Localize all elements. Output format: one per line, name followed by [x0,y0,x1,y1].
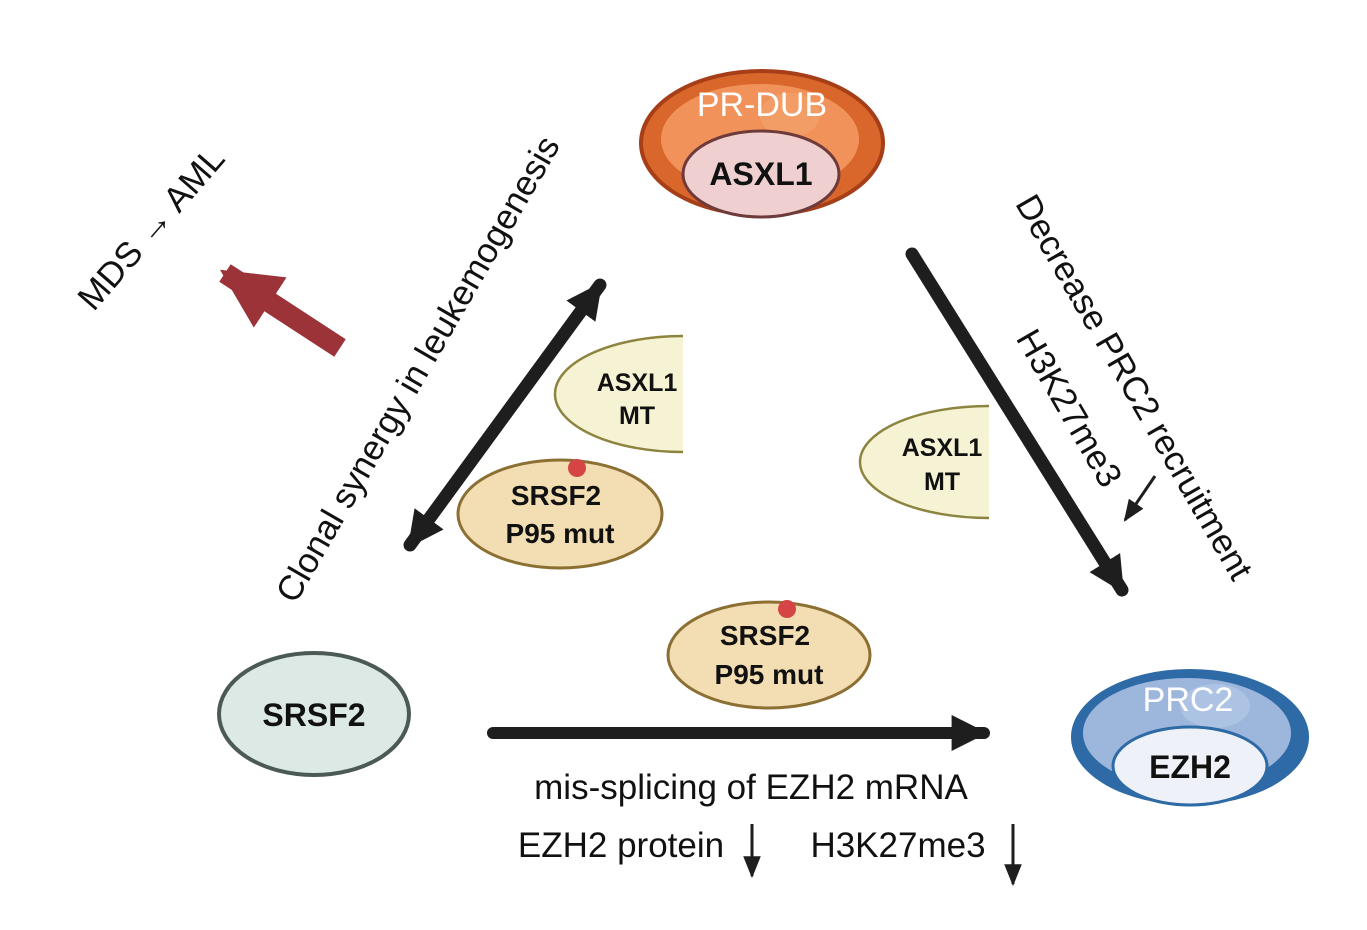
srsf2-mut-bottom-shape [666,600,872,710]
srsf2-node: SRSF2 [217,651,411,777]
mutation-dot-left [568,459,586,477]
srsf2-mut-bottom-line1: SRSF2 [720,620,810,651]
srsf2-mut-left-line2: P95 mut [506,518,615,549]
asxl1-mt-left-shape [553,334,683,454]
asxl1-mt-right-line1: ASXL1 [902,434,983,462]
asxl1-core [681,129,841,219]
prdub-label: PR-DUB [697,86,827,124]
prdub-complex: PR-DUB ASXL1 [639,69,885,219]
h3k27me3-right-down-arrow [1123,475,1157,522]
decrease-prc2-arrow [905,247,1129,597]
asxl1-mt-left-line2: MT [619,402,655,430]
synergy-double-arrow [403,278,607,552]
prc2-label: PRC2 [1143,681,1234,719]
asxl1-mt-right: ASXL1 MT [858,404,989,520]
asxl1-mt-left: ASXL1 MT [553,334,683,454]
ezh2-core [1111,725,1269,807]
prc2-highlight [1180,684,1250,728]
prdub-highlight [760,93,820,137]
ezh2-label: EZH2 [1149,749,1231,785]
srsf2-mut-left: SRSF2 P95 mut [456,458,664,570]
srsf2-ellipse [217,651,411,777]
srsf2-mut-left-line1: SRSF2 [511,480,601,511]
prc2-complex: PRC2 EZH2 [1071,669,1309,807]
asxl1-mt-right-shape [858,404,989,520]
progression-label: MDS → AML [70,139,232,317]
ezh2-protein-label: EZH2 protein [518,826,724,865]
asxl1-mt-right-line2: MT [924,468,960,496]
missplicing-label: mis-splicing of EZH2 mRNA [534,768,968,807]
srsf2-mut-bottom-line2: P95 mut [715,659,824,690]
asxl1-label: ASXL1 [709,156,812,192]
mutation-dot-bottom [778,600,796,618]
srsf2-label: SRSF2 [262,697,365,733]
progression-arrow [219,264,346,357]
h3k27me3-bottom-label: H3K27me3 [810,826,985,865]
asxl1-mt-left-line1: ASXL1 [597,369,678,397]
srsf2-mut-bottom: SRSF2 P95 mut [666,600,872,710]
srsf2-mut-left-shape [456,458,664,570]
